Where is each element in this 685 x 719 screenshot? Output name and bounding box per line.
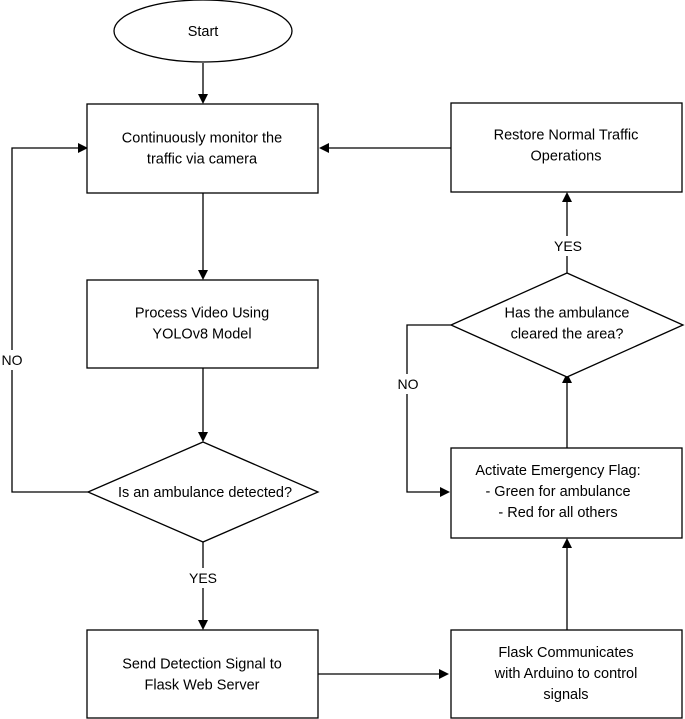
node-send-text: Send Detection Signal to Flask Web Server	[122, 657, 282, 694]
node-text-line: Has the ambulance	[505, 306, 630, 322]
arrowhead	[198, 94, 208, 104]
node-text-line: with Arduino to control	[494, 666, 638, 682]
node-text-line: YOLOv8 Model	[152, 327, 251, 343]
node-cleared-text: Has the ambulance cleared the area?	[505, 306, 630, 343]
node-text-line: Send Detection Signal to	[122, 657, 282, 673]
node-text-line: - Green for ambulance	[485, 484, 630, 500]
edges	[11, 63, 572, 679]
arrowhead	[78, 143, 88, 153]
node-flask-text: Flask Communicates with Arduino to contro…	[494, 645, 638, 703]
arrowhead	[562, 192, 572, 202]
node-text-line: cleared the area?	[511, 327, 624, 343]
node-text-line: - Red for all others	[498, 505, 617, 521]
node-text-line: traffic via camera	[147, 152, 258, 168]
node-detected-text: Is an ambulance detected?	[118, 485, 292, 501]
node-text-line: Start	[188, 24, 219, 40]
edge-label-detected-no: NO	[2, 352, 23, 368]
node-text-line: signals	[543, 687, 588, 703]
node-emergency-flag: Activate Emergency Flag: - Green for ambu…	[450, 447, 683, 539]
node-text-line: Restore Normal Traffic	[494, 128, 639, 144]
node-text-line: Continuously monitor the	[122, 131, 282, 147]
node-cleared-decision: Has the ambulance cleared the area?	[449, 272, 685, 378]
node-text-line: Is an ambulance detected?	[118, 485, 292, 501]
edge-labels: NO YES YES NO	[0, 236, 586, 588]
node-start-text: Start	[188, 24, 219, 40]
node-text-line: Flask Web Server	[145, 678, 260, 694]
arrowhead	[562, 538, 572, 548]
node-flask-arduino: Flask Communicates with Arduino to contro…	[450, 629, 683, 719]
arrowhead	[439, 669, 449, 679]
node-text-line: Operations	[531, 149, 602, 165]
node-send-signal: Send Detection Signal to Flask Web Server	[86, 629, 319, 719]
node-start: Start	[113, 0, 293, 63]
arrowhead	[198, 270, 208, 280]
edge-cleared-no-to-flag	[406, 324, 451, 493]
node-monitor: Continuously monitor the traffic via came…	[86, 103, 319, 194]
arrowhead	[319, 143, 329, 153]
arrowhead	[198, 432, 208, 442]
node-text-line: Process Video Using	[135, 306, 269, 322]
edge-label-cleared-no: NO	[398, 376, 419, 392]
edge-detected-no-to-monitor	[11, 147, 88, 493]
edge-label-detected-yes: YES	[189, 570, 217, 586]
arrowhead	[198, 620, 208, 630]
nodes: Start Continuously monitor the traffic vi…	[86, 0, 685, 719]
edge-label-cleared-yes: YES	[554, 238, 582, 254]
node-text-line: Flask Communicates	[498, 645, 633, 661]
arrowhead	[562, 373, 572, 383]
arrowhead	[440, 487, 450, 497]
node-flag-text: Activate Emergency Flag: - Green for ambu…	[475, 463, 640, 521]
node-monitor-text: Continuously monitor the traffic via came…	[122, 131, 282, 168]
node-text-line: Activate Emergency Flag:	[475, 463, 640, 479]
node-ambulance-detected-decision: Is an ambulance detected?	[86, 441, 320, 543]
